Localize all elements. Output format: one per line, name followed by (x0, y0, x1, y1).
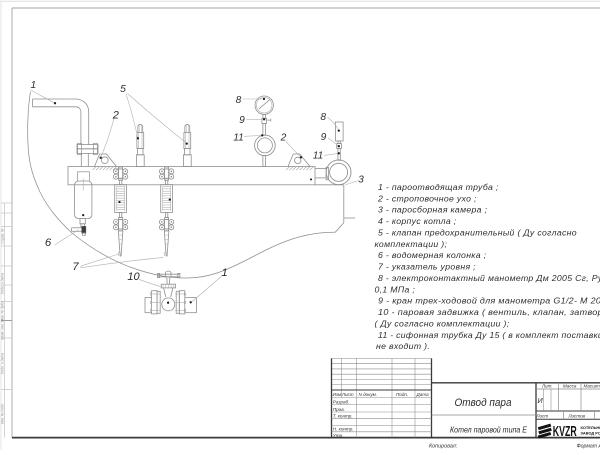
svg-text:1 - пароотводящая труба ;: 1 - пароотводящая труба ; (378, 182, 499, 192)
svg-text:3: 3 (358, 174, 364, 185)
svg-text:11: 11 (233, 132, 244, 143)
svg-text:Дата: Дата (416, 392, 430, 397)
svg-text:Т. контр.: Т. контр. (333, 414, 353, 419)
svg-text:1: 1 (30, 80, 36, 91)
svg-text:2: 2 (112, 110, 119, 122)
svg-text:Лист: Лист (341, 392, 354, 397)
svg-text:N докум.: N докум. (359, 392, 378, 397)
svg-text:4 - корпус котла ;: 4 - корпус котла ; (378, 216, 457, 226)
svg-text:Пров.: Пров. (333, 407, 345, 412)
svg-text:6: 6 (45, 237, 52, 249)
svg-text:Лист: Лист (535, 413, 548, 418)
svg-text:КОТЕЛЬНЫЙ: КОТЕЛЬНЫЙ (581, 425, 600, 430)
svg-text:5: 5 (120, 84, 126, 95)
svg-text:Лит.: Лит. (541, 384, 553, 389)
svg-text:9: 9 (321, 132, 327, 143)
svg-text:Масса: Масса (563, 384, 577, 389)
svg-text:8: 8 (320, 112, 326, 123)
svg-text:9 - кран трех-ходовой для ман: 9 - кран трех-ходовой для манометра G1/2… (378, 296, 600, 306)
svg-text:Разраб.: Разраб. (333, 399, 350, 404)
svg-text:Инв. № подл.: Инв. № подл. (1, 403, 5, 424)
svg-text:Листов: Листов (567, 413, 585, 418)
svg-text:Отвод пара: Отвод пара (455, 397, 512, 409)
svg-text:Справ. №: Справ. № (1, 228, 5, 244)
svg-text:10: 10 (127, 271, 140, 283)
svg-text:KVZR: KVZR (553, 423, 577, 440)
svg-text:Утв.: Утв. (333, 433, 343, 438)
svg-text:1: 1 (221, 267, 227, 279)
svg-text:11 - сифонная трубка Ду 15 (: 11 - сифонная трубка Ду 15 ( в комплект … (378, 330, 600, 340)
svg-text:0,1 МПа ;: 0,1 МПа ; (375, 284, 416, 294)
svg-text:11: 11 (313, 150, 324, 161)
svg-text:Формат А3: Формат А3 (577, 444, 600, 450)
svg-text:6 - водомерная колонка ;: 6 - водомерная колонка ; (378, 250, 487, 260)
svg-text:Инв. № дубл.: Инв. № дубл. (1, 301, 5, 322)
svg-text:7 - указатель уровня ;: 7 - указатель уровня ; (378, 262, 476, 272)
svg-text:2 - строповочное ухо ;: 2 - строповочное ухо ; (377, 193, 477, 203)
svg-text:Н. контр.: Н. контр. (333, 427, 354, 432)
svg-text:( Ду согласно комплектации );: ( Ду согласно комплектации ); (375, 318, 510, 328)
svg-text:Подп. и дата: Подп. и дата (1, 273, 5, 294)
svg-text:3 - паросборная камера ;: 3 - паросборная камера ; (378, 205, 488, 215)
svg-text:8 - электроконтактный манометр: 8 - электроконтактный манометр Дм 2005 С… (378, 273, 600, 283)
svg-text:7: 7 (72, 261, 79, 273)
svg-text:Изм: Изм (333, 392, 342, 397)
svg-text:Подп. и дата: Подп. и дата (1, 353, 5, 374)
svg-text:не входит ).: не входит ). (376, 341, 430, 351)
svg-text:комплектации );: комплектации ); (375, 239, 448, 249)
svg-text:Масштаб: Масштаб (584, 384, 600, 389)
svg-text:5 - клапан предохранительный: 5 - клапан предохранительный ( Ду соглас… (378, 227, 577, 237)
svg-text:9: 9 (239, 115, 245, 126)
svg-text:Котел паровой типа Е: Котел паровой типа Е (450, 425, 527, 435)
svg-text:Копировал:: Копировал: (429, 444, 458, 450)
svg-text:10 - паровая задвижка ( вент: 10 - паровая задвижка ( вентиль, клапан,… (378, 307, 600, 317)
svg-text:Подп.: Подп. (396, 392, 408, 397)
svg-text:8: 8 (236, 95, 242, 106)
svg-text:2: 2 (280, 132, 287, 143)
svg-text:ЗАВОД РОСС: ЗАВОД РОСС (581, 431, 600, 436)
svg-text:И: И (538, 396, 544, 405)
